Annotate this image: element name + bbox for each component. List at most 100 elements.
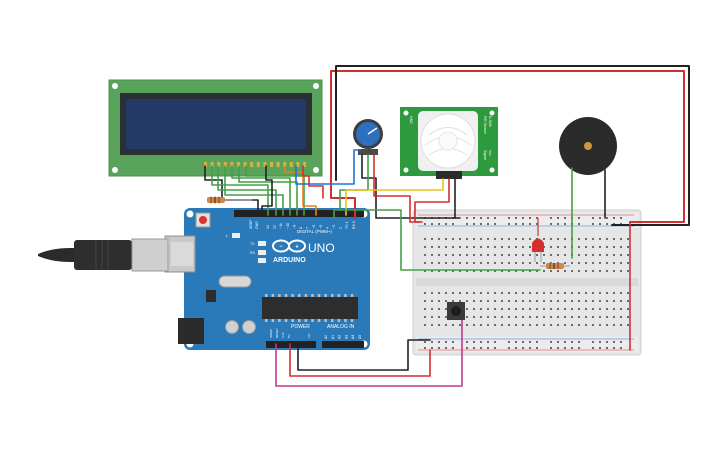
breadboard-hole <box>592 308 594 310</box>
breadboard-hole <box>466 262 468 264</box>
breadboard-hole <box>536 270 538 272</box>
breadboard-hole <box>438 254 440 256</box>
breadboard-hole <box>466 238 468 240</box>
wire-red-outer <box>330 70 685 223</box>
breadboard-hole <box>585 300 587 302</box>
lcd-pin-row <box>204 162 306 167</box>
breadboard-hole <box>480 262 482 264</box>
breadboard-hole <box>550 246 552 248</box>
breadboard-hole <box>627 300 629 302</box>
chip-pin <box>271 319 275 322</box>
rail-hole <box>606 223 608 225</box>
breadboard-hole <box>487 324 489 326</box>
breadboard-hole <box>606 270 608 272</box>
rail-hole <box>473 217 475 219</box>
breadboard-hole <box>424 246 426 248</box>
rail-hole <box>508 223 510 225</box>
breadboard-hole <box>508 292 510 294</box>
digital-pin-label: TX 1 <box>345 221 349 229</box>
rail-hole <box>578 341 580 343</box>
wire-lcd-3 <box>217 165 277 216</box>
breadboard-hole <box>599 270 601 272</box>
breadboard-hole <box>508 316 510 318</box>
arduino-uno: − + ARDUINO UNO DIGITAL (PWM~) POWER ANA… <box>164 208 370 350</box>
rail-hole <box>599 347 601 349</box>
breadboard-hole <box>438 262 440 264</box>
rail-hole <box>613 217 615 219</box>
breadboard-hole <box>543 254 545 256</box>
breadboard-hole <box>585 262 587 264</box>
pushbutton-icon[interactable] <box>447 302 465 320</box>
breadboard-hole <box>501 308 503 310</box>
breadboard-hole <box>564 262 566 264</box>
breadboard-hole <box>543 270 545 272</box>
breadboard-hole <box>522 308 524 310</box>
atmega-chip <box>262 297 358 319</box>
lcd-pin <box>250 162 254 167</box>
breadboard-hole <box>466 300 468 302</box>
rail-hole <box>557 223 559 225</box>
breadboard-hole <box>592 270 594 272</box>
rail-hole <box>508 341 510 343</box>
rail-hole <box>592 347 594 349</box>
breadboard-hole <box>529 292 531 294</box>
arduino-brand: ARDUINO <box>273 257 306 264</box>
breadboard-hole <box>466 324 468 326</box>
rail-hole <box>424 347 426 349</box>
breadboard-hole <box>564 292 566 294</box>
rail-hole <box>564 223 566 225</box>
breadboard-hole <box>459 324 461 326</box>
breadboard-hole <box>508 238 510 240</box>
breadboard-hole <box>592 300 594 302</box>
breadboard-hole <box>578 262 580 264</box>
breadboard-hole <box>515 324 517 326</box>
breadboard-hole <box>606 254 608 256</box>
breadboard-hole <box>550 316 552 318</box>
breadboard-hole <box>501 262 503 264</box>
breadboard-hole <box>606 324 608 326</box>
label-ioref: IOREF <box>269 329 273 338</box>
breadboard-hole <box>564 316 566 318</box>
breadboard-hole <box>529 238 531 240</box>
breadboard-hole <box>592 246 594 248</box>
breadboard-hole <box>557 300 559 302</box>
breadboard-hole <box>599 238 601 240</box>
breadboard-hole <box>599 254 601 256</box>
breadboard-hole <box>515 270 517 272</box>
breadboard-hole <box>424 270 426 272</box>
breadboard-hole <box>431 324 433 326</box>
breadboard-hole <box>487 308 489 310</box>
breadboard-hole <box>550 238 552 240</box>
breadboard-hole <box>445 308 447 310</box>
breadboard-hole <box>543 262 545 264</box>
breadboard-hole <box>466 254 468 256</box>
rail-hole <box>487 217 489 219</box>
breadboard-hole <box>459 262 461 264</box>
breadboard-hole <box>522 292 524 294</box>
breadboard-hole <box>487 262 489 264</box>
capacitor-2 <box>242 320 256 334</box>
breadboard-hole <box>543 308 545 310</box>
svg-text:−: − <box>279 244 283 250</box>
breadboard-hole <box>564 308 566 310</box>
breadboard-hole <box>424 300 426 302</box>
rail-hole <box>606 341 608 343</box>
breadboard-hole <box>424 262 426 264</box>
breadboard-hole <box>627 270 629 272</box>
digital-pin-label: RX 0 <box>352 221 356 229</box>
breadboard-hole <box>592 254 594 256</box>
analog-header <box>322 341 364 348</box>
lcd-pin <box>256 162 260 167</box>
breadboard-hole <box>473 324 475 326</box>
breadboard-hole <box>431 246 433 248</box>
breadboard-hole <box>606 308 608 310</box>
chip-pin <box>291 319 294 322</box>
wire-lcd-8 <box>261 165 273 216</box>
capacitor-1 <box>225 320 239 334</box>
breadboard-hole <box>606 300 608 302</box>
breadboard-hole <box>508 246 510 248</box>
rail-hole <box>557 347 559 349</box>
breadboard-hole <box>487 246 489 248</box>
digital-pin-label: ~10 <box>286 223 290 229</box>
breadboard-hole <box>452 300 454 302</box>
